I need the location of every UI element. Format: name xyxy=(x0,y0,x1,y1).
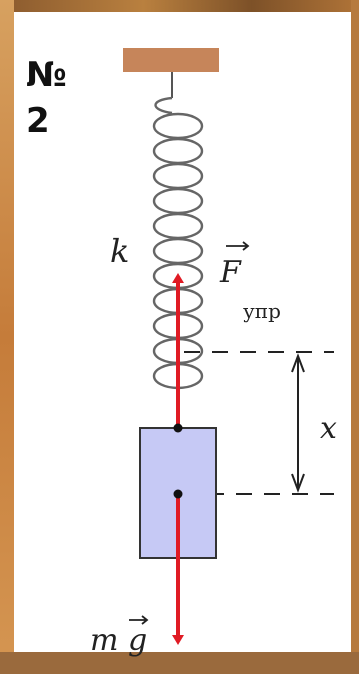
background-bottom-strip xyxy=(0,652,359,674)
elastic-force-subscript: упр xyxy=(243,299,281,323)
background-left-strip xyxy=(0,0,14,674)
spring-constant-label: k xyxy=(110,232,129,270)
spring-attach-point xyxy=(173,423,183,433)
spring-coil xyxy=(152,96,204,390)
gravity-g-label: g xyxy=(128,623,147,658)
gravity-m-label: m xyxy=(90,623,118,658)
block-center-point xyxy=(173,489,183,499)
gravity-vector-arrow xyxy=(129,615,149,625)
elastic-force-vector-arrow xyxy=(226,241,250,251)
displacement-arrow-bottom-head xyxy=(291,473,305,493)
displacement-arrow-top-head xyxy=(291,353,305,373)
background-right-strip xyxy=(351,0,359,674)
ceiling-mount xyxy=(123,48,219,72)
displacement-label: x xyxy=(320,411,337,446)
task-number-label: № 2 xyxy=(26,55,67,141)
background-top-strip xyxy=(0,0,359,12)
elastic-force-symbol: F xyxy=(219,255,242,290)
